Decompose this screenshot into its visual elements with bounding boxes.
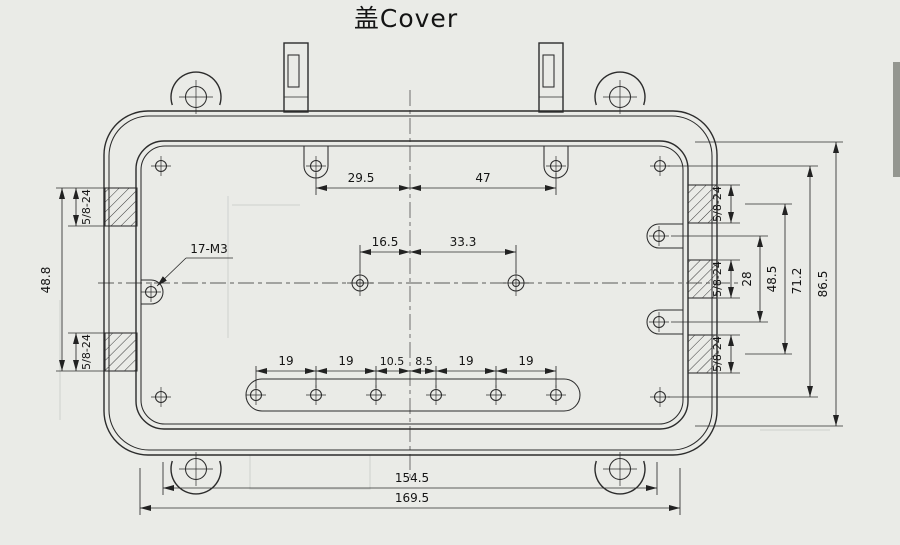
dim-top-hole-row: 29.5 47 (315, 171, 557, 195)
dim-label-48-8: 48.8 (39, 267, 53, 294)
corner-ear-top-left (170, 71, 222, 115)
dim-label-port-right-top: 5/8-24 (711, 186, 724, 222)
thread-callout: 17-M3 (156, 242, 233, 287)
dim-label-port-right-mid: 5/8-24 (711, 261, 724, 297)
snap-clip-left (283, 42, 309, 113)
dim-label-48-5: 48.5 (765, 266, 779, 293)
dim-label-port-left-bottom: 5/8-24 (80, 334, 93, 370)
corner-ear-bottom-right (594, 451, 646, 495)
dim-label-29-5: 29.5 (348, 171, 375, 185)
dim-label-10-5: 10.5 (380, 355, 405, 368)
dim-label-19-b: 19 (338, 354, 353, 368)
dim-label-19-d: 19 (518, 354, 533, 368)
dim-label-16-5: 16.5 (372, 235, 399, 249)
thread-ports-right (687, 184, 718, 374)
scan-edge-shadow (893, 62, 900, 177)
dim-left-side: 5/8-24 5/8-24 48.8 (39, 187, 106, 372)
dim-label-33-3: 33.3 (450, 235, 477, 249)
dim-label-169-5: 169.5 (395, 491, 429, 505)
dim-right-side: 5/8-24 5/8-24 5/8-24 28 48.5 71.2 86.5 (668, 141, 843, 427)
dim-label-19-c: 19 (458, 354, 473, 368)
dim-label-86-5: 86.5 (816, 271, 830, 298)
corner-ear-top-right (594, 71, 646, 115)
dim-label-71-2: 71.2 (790, 268, 804, 295)
dim-label-19-a: 19 (278, 354, 293, 368)
dim-label-8-5: 8.5 (415, 355, 433, 368)
dim-middle-bosses: 16.5 33.3 (359, 235, 517, 273)
dim-bottom-hole-row: 19 19 10.5 8.5 19 19 (255, 354, 557, 388)
snap-clip-right (538, 42, 564, 113)
thread-callout-label: 17-M3 (190, 242, 228, 256)
dim-label-47: 47 (475, 171, 490, 185)
dim-bottom-widths: 154.5 169.5 (139, 462, 681, 515)
centerlines (98, 90, 738, 480)
corner-ear-bottom-left (170, 451, 222, 495)
dim-label-154-5: 154.5 (395, 471, 429, 485)
dim-label-port-right-bottom: 5/8-24 (711, 336, 724, 372)
drawing-title: 盖Cover (354, 4, 458, 33)
thread-ports-left (104, 187, 138, 372)
dim-label-28: 28 (740, 271, 754, 286)
dim-label-port-left-top: 5/8-24 (80, 189, 93, 225)
